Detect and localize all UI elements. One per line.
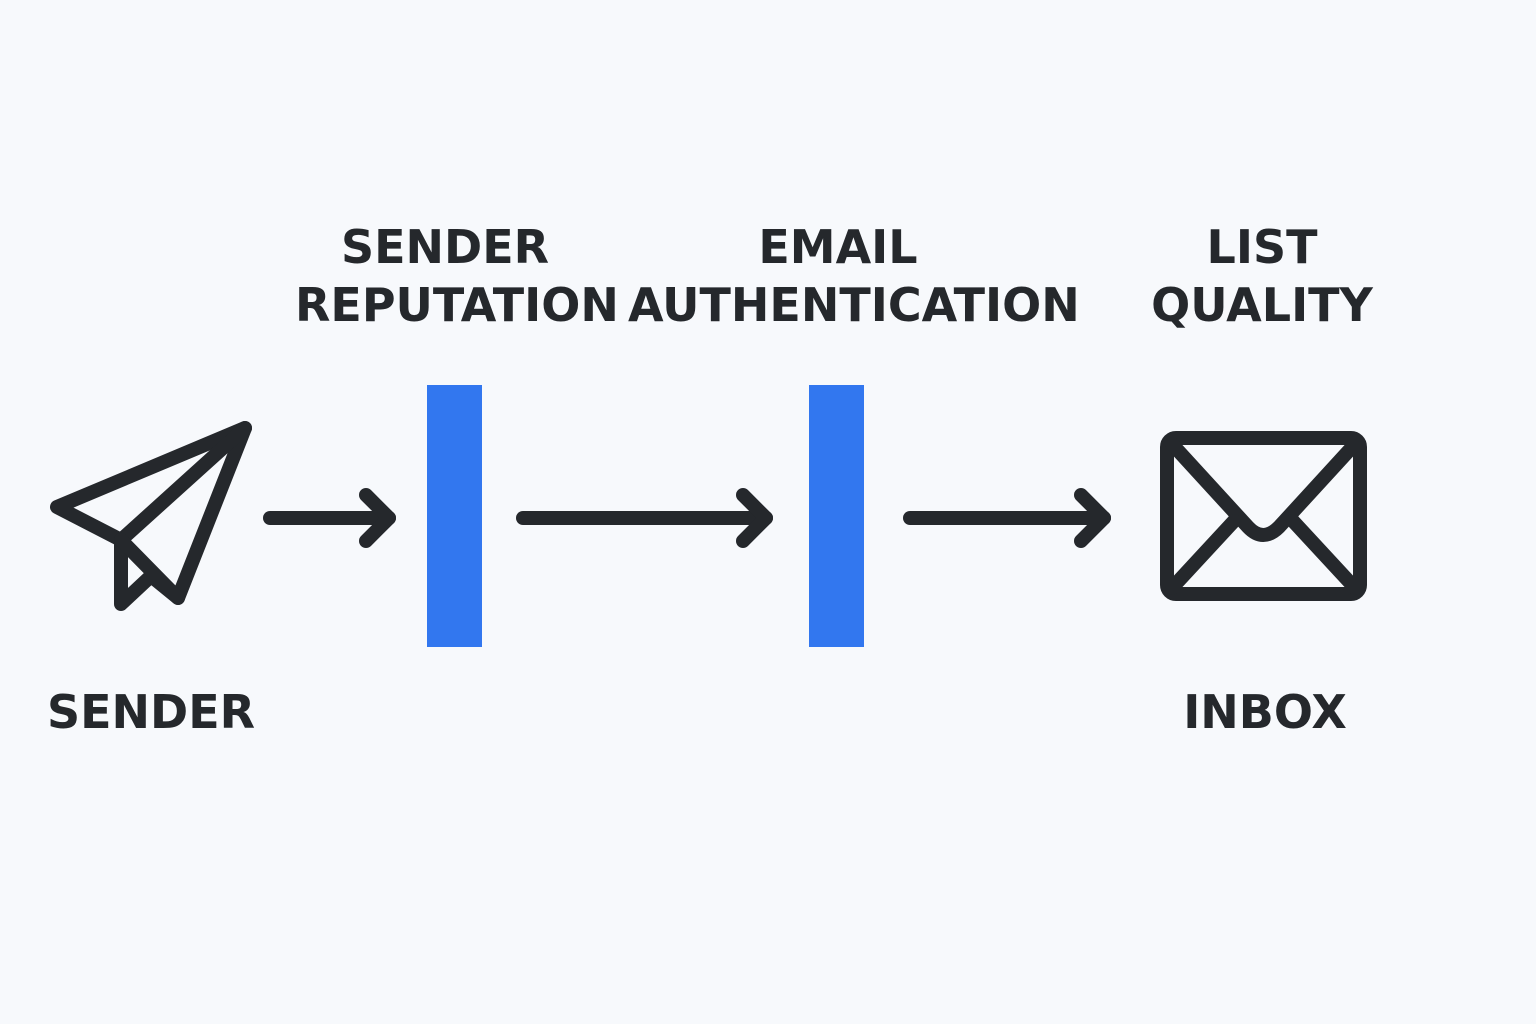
barrier-sender-reputation [427,385,482,647]
label-sender-reputation-line-2: REPUTATION [295,278,619,332]
label-email-authentication-line-2: AUTHENTICATION [628,278,1080,332]
arrow-1 [263,488,396,548]
label-email-authentication-line-1: EMAIL [758,220,918,274]
arrow-2 [516,488,773,548]
barrier-email-authentication [809,385,864,647]
label-inbox: INBOX [1183,685,1347,739]
label-list-quality-line-2: QUALITY [1151,278,1373,332]
envelope-icon [1160,431,1367,601]
label-email-authentication: EMAIL AUTHENTICATION [628,218,1080,334]
paper-plane-icon [50,421,252,611]
label-sender-reputation: SENDER REPUTATION [295,218,619,334]
label-list-quality: LIST QUALITY [1137,218,1387,334]
label-sender-reputation-line-1: SENDER [340,220,550,274]
label-sender: SENDER [46,685,256,739]
arrow-3 [903,488,1111,548]
label-list-quality-line-1: LIST [1206,220,1318,274]
